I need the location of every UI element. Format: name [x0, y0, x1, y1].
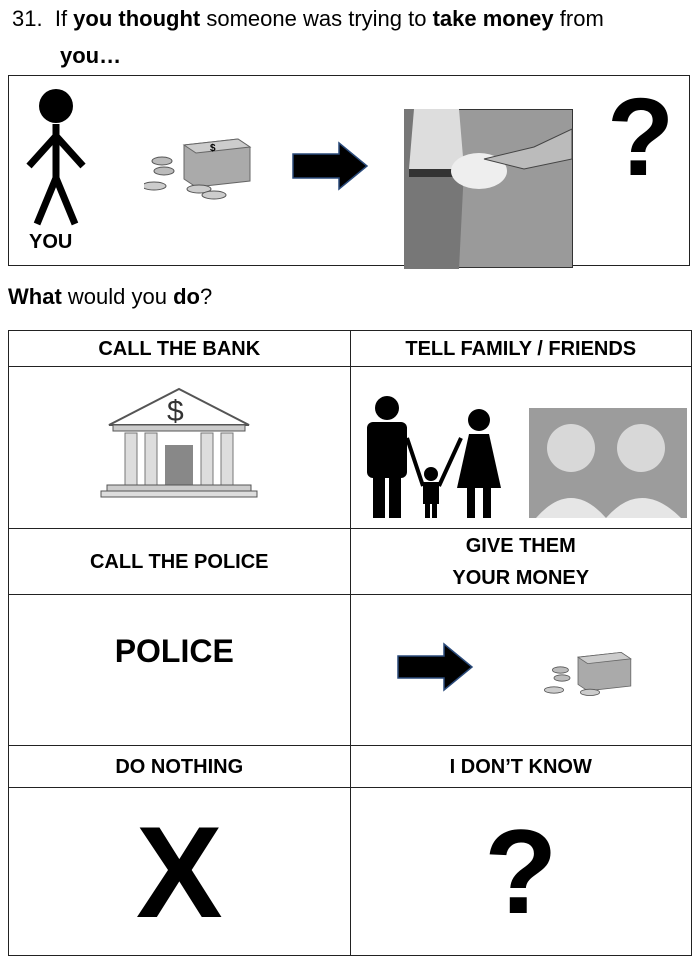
option-give-money-label[interactable]: GIVE THEM YOUR MONEY [349, 528, 692, 595]
family-icon [366, 395, 687, 518]
question-number: 31. [12, 6, 43, 31]
arrow-right-icon [397, 641, 473, 692]
scenario-box: YOU $ ? [8, 75, 690, 269]
question-mark-icon: ? [484, 804, 558, 939]
you-label: YOU [29, 231, 73, 253]
give-money-icon [397, 641, 632, 696]
question-mark-icon: ? [607, 76, 675, 199]
bank-icon: $ [100, 387, 258, 498]
money-icon [543, 651, 632, 696]
svg-text:$: $ [167, 395, 184, 428]
option-dont-know-image[interactable]: ? [349, 787, 692, 956]
police-text: POLICE [114, 633, 234, 669]
option-dont-know-label[interactable]: I DON’T KNOW [349, 745, 692, 788]
pickpocket-image [404, 109, 573, 269]
x-icon: X [135, 798, 223, 945]
prompt: What would you do? [8, 284, 213, 309]
arrow-right-icon [292, 141, 369, 191]
option-call-bank-label[interactable]: CALL THE BANK [8, 330, 351, 367]
question-line-2: you… [60, 43, 122, 68]
money-icon: $ [144, 138, 252, 200]
stick-figure-icon [26, 89, 86, 226]
option-do-nothing-label[interactable]: DO NOTHING [8, 745, 351, 788]
option-tell-family-label[interactable]: TELL FAMILY / FRIENDS [349, 330, 692, 367]
option-tell-family-image[interactable] [349, 366, 692, 529]
options-table: CALL THE BANK TELL FAMILY / FRIENDS $ [8, 330, 692, 956]
option-call-bank-image[interactable]: $ [8, 366, 351, 529]
option-call-police-image[interactable]: POLICE [8, 594, 351, 746]
option-do-nothing-image[interactable]: X [8, 787, 351, 956]
dollar-sign: $ [210, 143, 216, 154]
option-call-police-label[interactable]: CALL THE POLICE [8, 528, 351, 595]
question-line-1: 31. If you thought someone was trying to… [12, 6, 604, 31]
option-give-money-image[interactable] [349, 594, 692, 746]
